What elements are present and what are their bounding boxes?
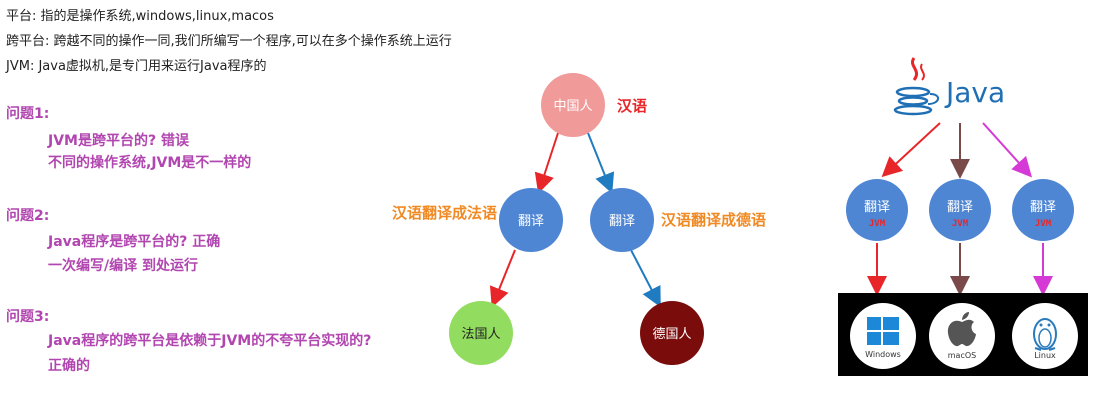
java-logo-text: Java [944, 76, 1005, 109]
tux-penguin-icon [1033, 318, 1057, 351]
arrow-java-to-jvm-3 [982, 122, 1033, 178]
translation-tree: 中国人 汉语 翻译 汉语翻译成法语 翻译 汉语翻译成德语 法国人 德国人 [392, 73, 766, 365]
linux-os-badge [1012, 303, 1078, 369]
java-jvm-diagram: Java 翻译 JVM 翻译 JVM 翻译 JVM Windows [838, 57, 1088, 376]
intro-line-jvm: JVM: Java虚拟机,是专门用来运行Java程序的 [6, 59, 267, 74]
left-label: 汉语翻译成法语 [392, 204, 497, 222]
question-1-line-1: JVM是跨平台的? 错误 [48, 133, 189, 149]
jvm-node-3-sub: JVM [1035, 219, 1052, 229]
arrow-right-to-german [630, 249, 661, 308]
node-right-text: 翻译 [609, 214, 635, 229]
arrow-root-to-left [534, 132, 559, 194]
intro-line-platform: 平台: 指的是操作系统,windows,linux,macos [6, 9, 274, 24]
node-left-translate [499, 188, 563, 252]
jvm-node-3-title: 翻译 [1030, 200, 1056, 215]
arrow-left-to-french [489, 249, 516, 308]
question-3-line-1: Java程序的跨平台是依赖于JVM的不夸平台实现的? [48, 333, 372, 349]
question-3-title: 问题3: [6, 309, 50, 325]
node-french-text: 法国人 [461, 327, 500, 342]
question-2-line-2: 一次编写/编译 到处运行 [48, 258, 198, 274]
linux-label: Linux [1034, 351, 1056, 360]
intro-line-cross-platform: 跨平台: 跨越不同的操作一同,我们所编写一个程序,可以在多个操作系统上运行 [6, 34, 452, 49]
java-logo: Java [893, 57, 1005, 116]
windows-logo-icon [867, 317, 899, 345]
apple-logo-icon [947, 312, 976, 347]
question-3-line-2: 正确的 [48, 358, 90, 374]
jvm-node-1-title: 翻译 [864, 200, 890, 215]
java-cup-icon [893, 57, 939, 116]
question-2-title: 问题2: [6, 208, 50, 224]
question-1-line-2: 不同的操作系统,JVM是不一样的 [48, 155, 252, 171]
jvm-node-1-sub: JVM [869, 219, 886, 229]
jvm-node-1 [846, 179, 908, 241]
jvm-node-2-title: 翻译 [947, 200, 973, 215]
jvm-node-2 [929, 179, 991, 241]
node-german [640, 301, 704, 365]
node-german-text: 德国人 [652, 327, 691, 342]
question-1-title: 问题1: [6, 106, 50, 122]
node-french [449, 301, 513, 365]
windows-label: Windows [865, 350, 901, 359]
right-label: 汉语翻译成德语 [661, 211, 766, 229]
macos-label: macOS [948, 351, 976, 360]
question-2-line-1: Java程序是跨平台的? 正确 [48, 234, 221, 250]
node-root-chinese [541, 73, 605, 137]
node-root-text: 中国人 [553, 99, 592, 114]
node-right-translate [590, 188, 654, 252]
jvm-node-3 [1012, 179, 1074, 241]
root-label: 汉语 [617, 97, 647, 115]
node-left-text: 翻译 [518, 214, 544, 229]
arrow-root-to-right [587, 132, 615, 194]
arrow-java-to-jvm-1 [881, 122, 941, 178]
jvm-node-2-sub: JVM [952, 219, 969, 229]
